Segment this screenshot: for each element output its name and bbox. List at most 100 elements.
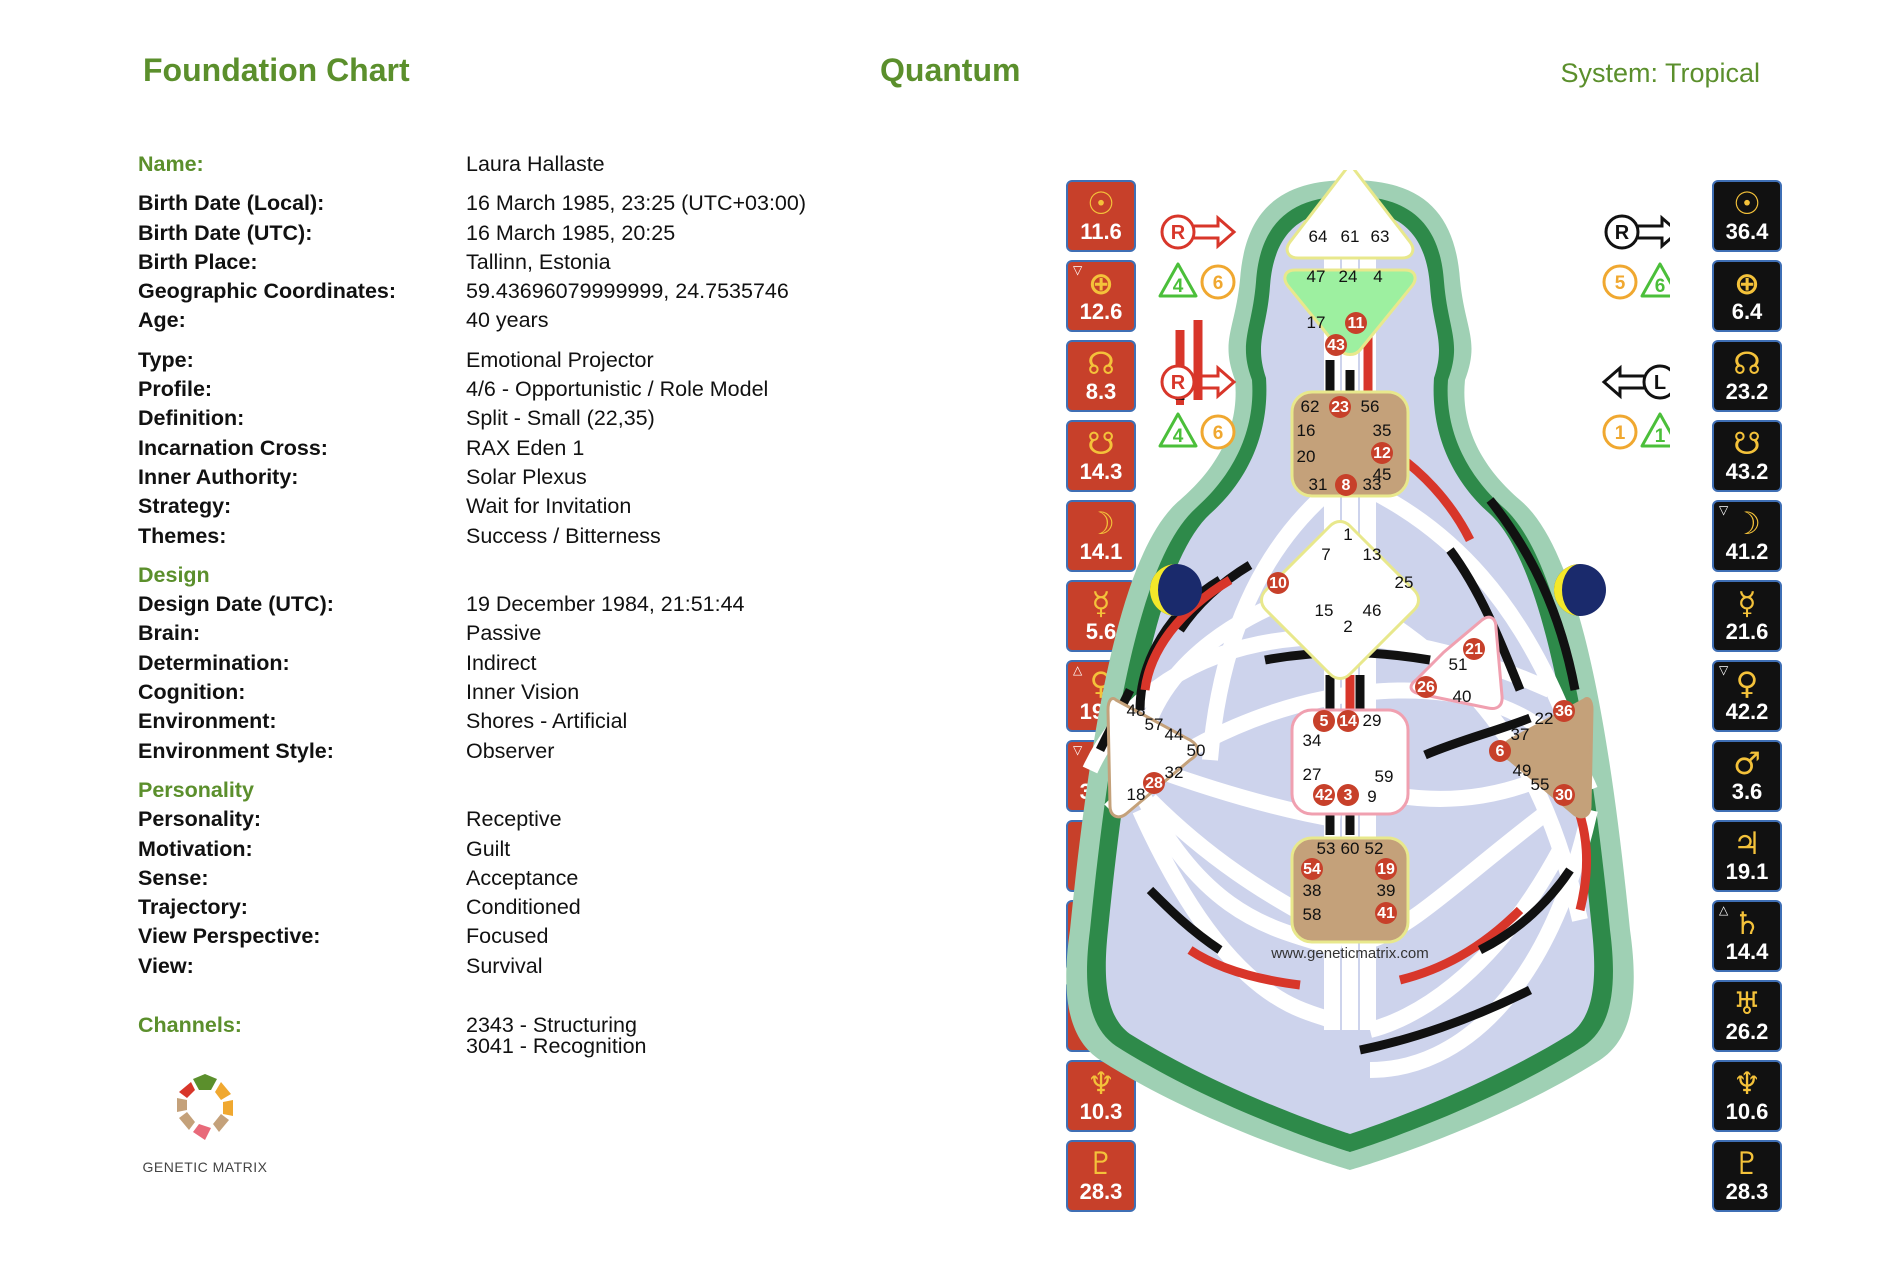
planet-glyph-icon: ☋ <box>1087 426 1115 462</box>
gate-40: 40 <box>1453 687 1472 706</box>
gate-59: 59 <box>1375 767 1394 786</box>
info-value: Success / Bitterness <box>466 523 661 548</box>
gate-22: 22 <box>1535 709 1554 728</box>
planet-marker: △ <box>1719 903 1729 917</box>
info-label: Personality: <box>138 807 262 832</box>
planet-value: 28.3 <box>1079 1179 1123 1204</box>
info-value: Solar Plexus <box>466 464 587 489</box>
gate-60: 60 <box>1341 839 1360 858</box>
gate-48: 48 <box>1127 701 1146 720</box>
planet-glyph-icon: ☉ <box>1733 186 1761 222</box>
planet-glyph-icon: ☉ <box>1087 186 1115 222</box>
info-label: Environment Style: <box>138 738 334 763</box>
gate-34: 34 <box>1303 731 1322 750</box>
gate-29: 29 <box>1363 711 1382 730</box>
gate-33: 33 <box>1363 475 1382 494</box>
planet-box: ☋43.2 <box>1712 420 1782 492</box>
gate-56: 56 <box>1361 397 1380 416</box>
planet-glyph-icon: ☽ <box>1733 506 1761 542</box>
gate-43: 43 <box>1327 337 1345 354</box>
variable-number: 1 <box>1655 426 1666 447</box>
gate-7: 7 <box>1321 545 1330 564</box>
gate-36: 36 <box>1555 703 1573 720</box>
moon-icon-right <box>1554 564 1606 616</box>
info-label: Name: <box>138 152 204 176</box>
planet-glyph-icon: ☋ <box>1733 426 1761 462</box>
gate-41: 41 <box>1377 905 1395 922</box>
variable-number: 5 <box>1615 273 1626 294</box>
planet-value: 14.3 <box>1079 459 1123 484</box>
info-row: Themes:Success / Bitterness <box>138 522 858 551</box>
info-row: Trajectory:Conditioned <box>138 893 858 922</box>
gate-30: 30 <box>1555 787 1573 804</box>
gate-54: 54 <box>1303 861 1321 878</box>
info-value: Shores - Artificial <box>466 709 628 734</box>
gate-37: 37 <box>1511 725 1530 744</box>
info-row: Cognition:Inner Vision <box>138 678 858 707</box>
planet-marker: △ <box>1073 663 1083 677</box>
gate-marker <box>1553 700 1575 722</box>
info-label: Incarnation Cross: <box>138 435 328 460</box>
planet-value: 14.1 <box>1079 539 1123 564</box>
gate-63: 63 <box>1371 227 1390 246</box>
gate-24: 24 <box>1339 267 1358 286</box>
planet-value: 42.2 <box>1725 699 1769 724</box>
info-row: Sense:Acceptance <box>138 864 858 893</box>
info-value: Survival <box>466 953 543 978</box>
variable-number: 4 <box>1173 426 1184 447</box>
planet-box: ☿21.6 <box>1712 580 1782 652</box>
info-value: 40 years <box>466 308 549 333</box>
planet-box: ▽♀42.2 <box>1712 660 1782 732</box>
info-label: Design Date (UTC): <box>138 592 334 617</box>
info-value: Indirect <box>466 650 537 675</box>
info-row: Birth Date (Local):16 March 1985, 23:25 … <box>138 189 858 218</box>
gate-marker <box>1489 740 1511 762</box>
info-value: Emotional Projector <box>466 347 654 372</box>
gate-marker <box>1337 710 1359 732</box>
variable-letter: R <box>1171 222 1186 244</box>
variable-number: 1 <box>1615 423 1626 444</box>
info-label: Age: <box>138 308 186 333</box>
planet-glyph-icon: ♆ <box>1733 1066 1761 1102</box>
info-label: Birth Place: <box>138 249 258 274</box>
design-top-arrow: R <box>1160 214 1237 250</box>
planet-box: ♅26.2 <box>1712 980 1782 1052</box>
gate-49: 49 <box>1513 761 1532 780</box>
gate-2: 2 <box>1343 617 1352 636</box>
gate-5: 5 <box>1320 713 1329 730</box>
gate-marker <box>1415 676 1437 698</box>
gate-50: 50 <box>1187 741 1206 760</box>
planet-box: ☉11.6 <box>1066 180 1136 252</box>
chart-type-title: Quantum <box>880 52 1021 88</box>
info-label: Type: <box>138 347 194 372</box>
planet-value: 21.6 <box>1725 619 1769 644</box>
variable-number: 6 <box>1213 273 1224 294</box>
logo-text: GENETIC MATRIX <box>142 1159 268 1175</box>
planet-box: △♄14.4 <box>1712 900 1782 972</box>
info-value: Observer <box>466 738 555 763</box>
gate-21: 21 <box>1465 641 1483 658</box>
info-row: Age: 40 years <box>138 306 858 335</box>
gate-15: 15 <box>1315 601 1334 620</box>
info-row: Design Date (UTC):19 December 1984, 21:5… <box>138 590 858 619</box>
gate-26: 26 <box>1417 679 1435 696</box>
planet-box: ♂3.6 <box>1712 740 1782 812</box>
gate-marker <box>1267 572 1289 594</box>
website-url: www.geneticmatrix.com <box>1270 945 1429 962</box>
info-label: Profile: <box>138 377 213 402</box>
gate-45: 45 <box>1373 465 1392 484</box>
info-panel: Name:Laura Hallaste Birth Date (Local):1… <box>138 150 858 1057</box>
planet-glyph-icon: ♂ <box>1733 746 1761 782</box>
g-center <box>1260 520 1420 680</box>
gate-28: 28 <box>1145 775 1163 792</box>
planet-value: 43.2 <box>1725 459 1769 484</box>
gate-marker <box>1375 858 1397 880</box>
planet-box: ⊕6.4 <box>1712 260 1782 332</box>
channel-item: 2343 - Structuring <box>466 1013 637 1038</box>
planet-box: ▽☽41.2 <box>1712 500 1782 572</box>
info-value: 4/6 - Opportunistic / Role Model <box>466 377 769 402</box>
planet-glyph-icon: ⊕ <box>1088 266 1114 302</box>
planet-glyph-icon: ♇ <box>1087 1146 1115 1182</box>
moon-icon-left <box>1150 564 1202 616</box>
planet-box: ♇28.3 <box>1066 1140 1136 1212</box>
